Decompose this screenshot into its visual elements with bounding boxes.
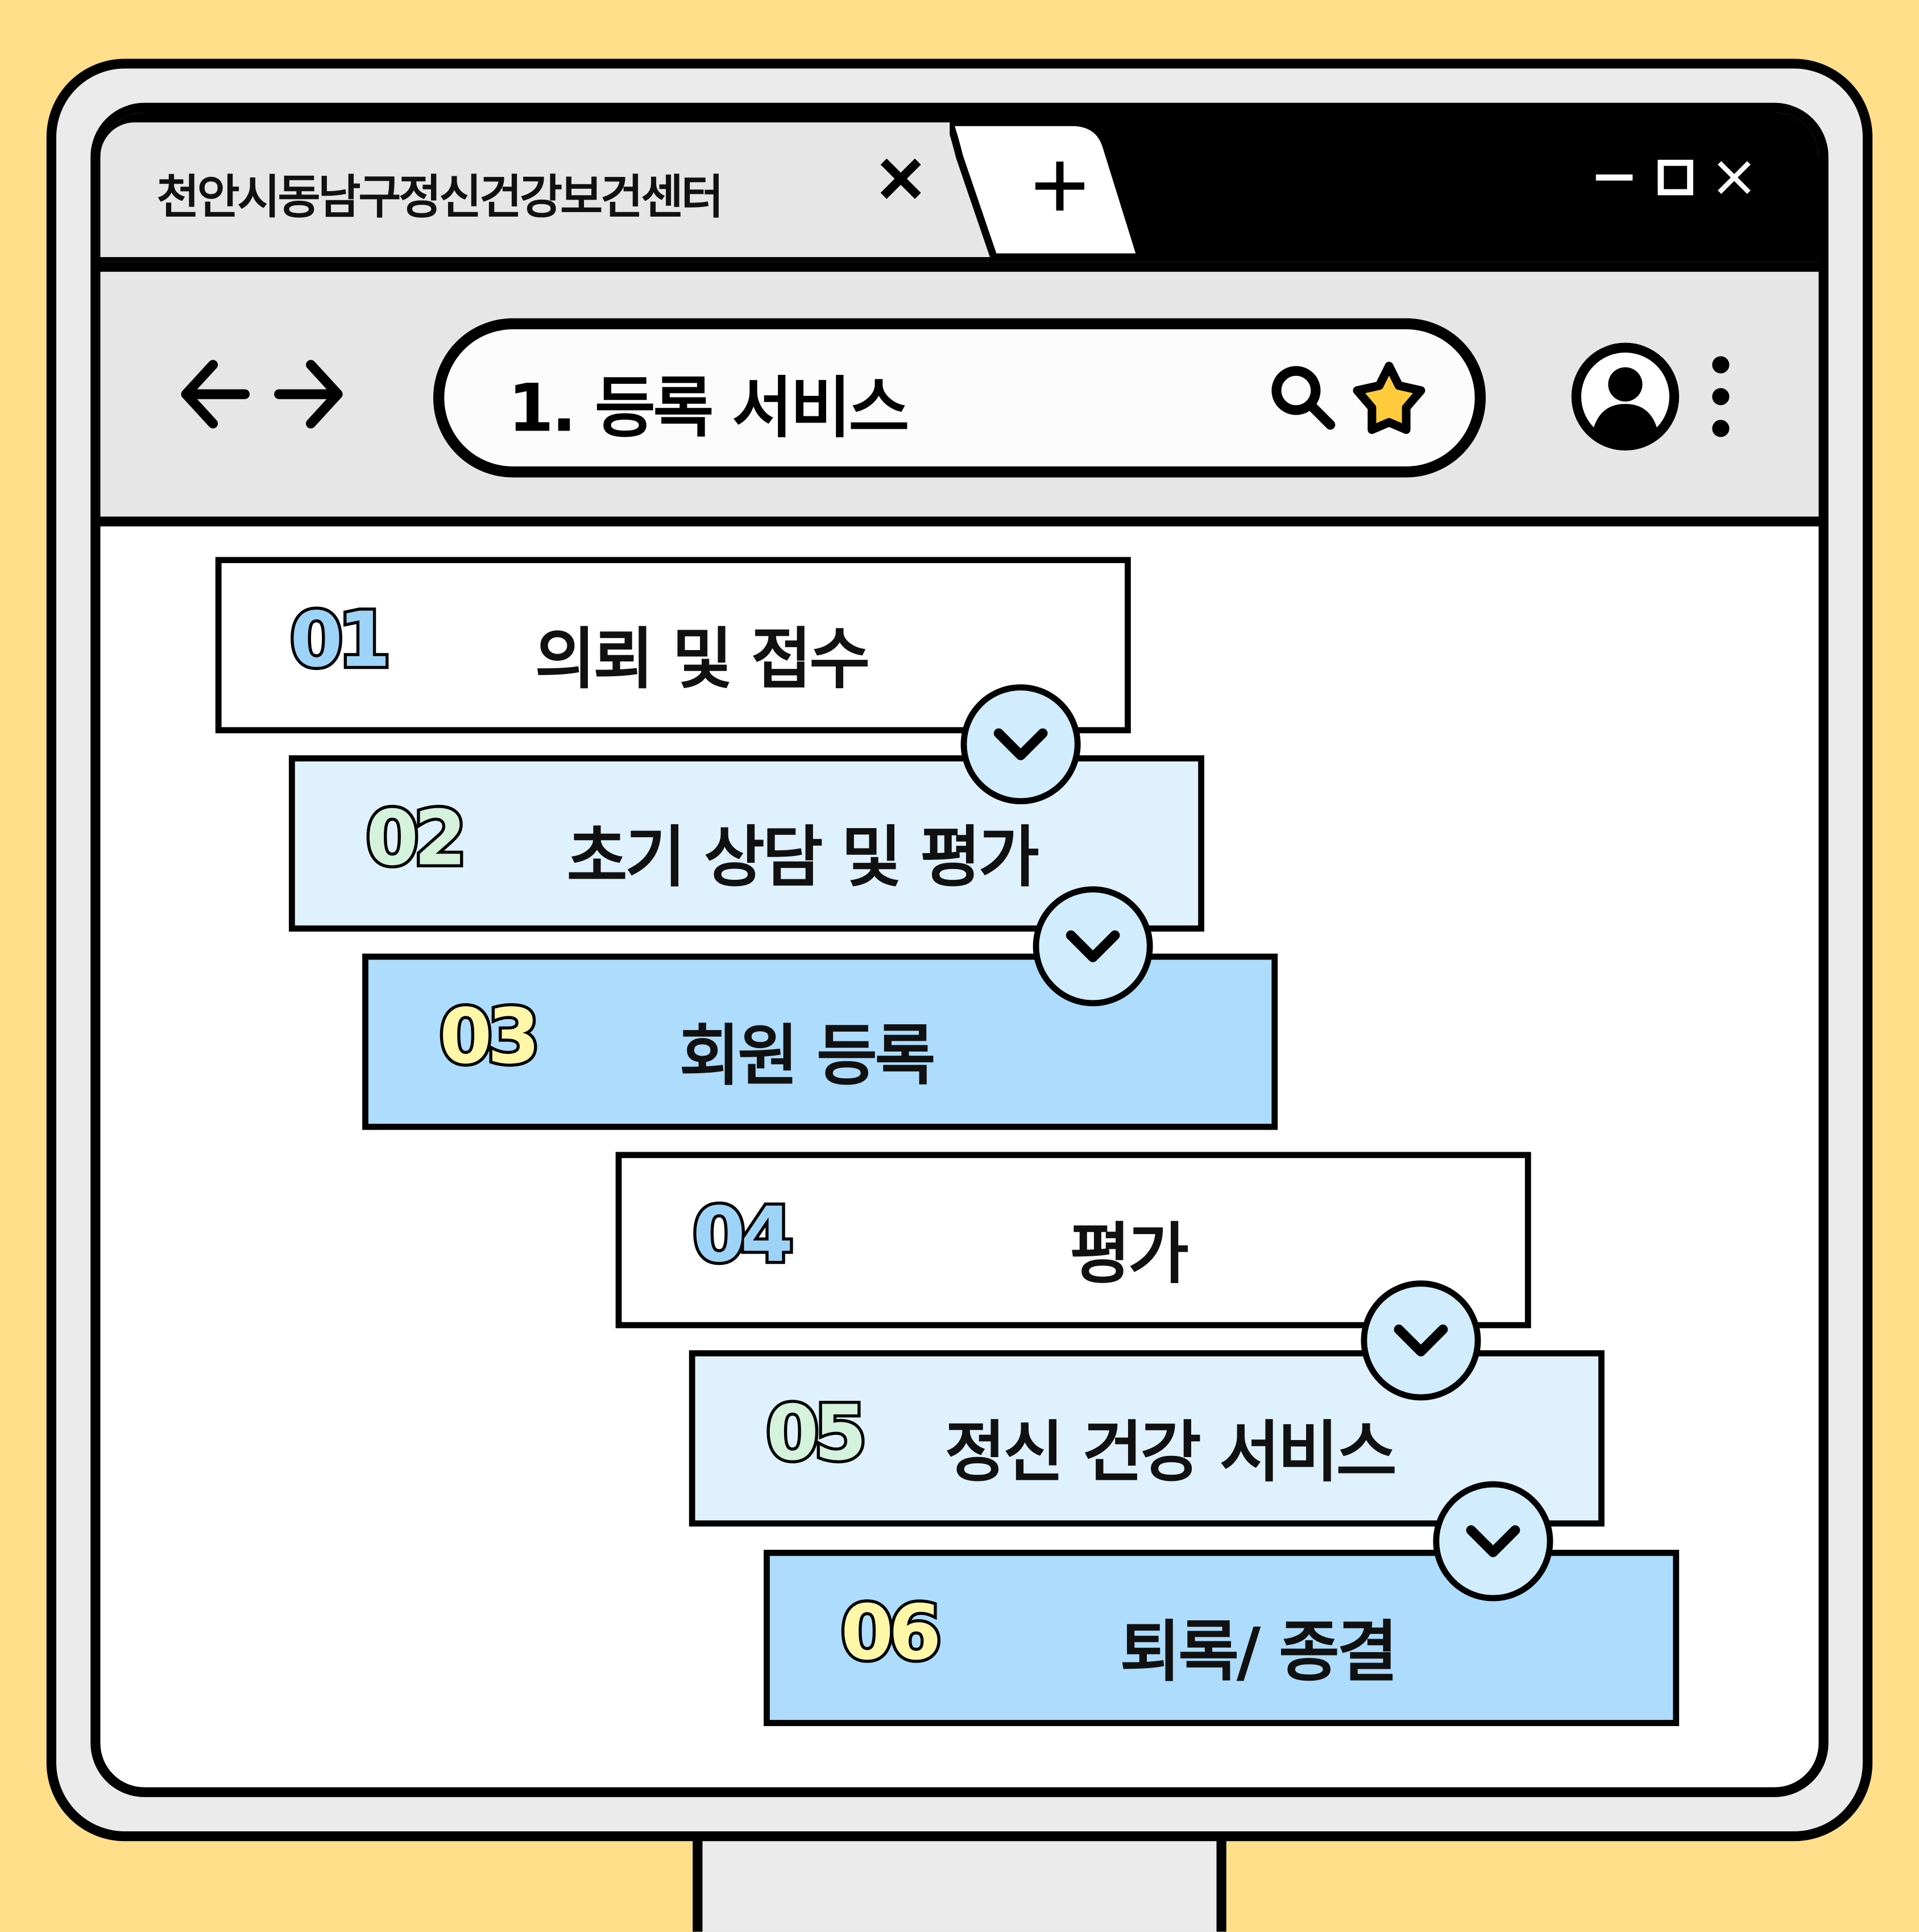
more-vertical-icon[interactable]	[1704, 353, 1738, 441]
step-number: 04	[690, 1187, 797, 1283]
step-number: 03	[436, 988, 543, 1084]
profile-icon[interactable]	[1569, 340, 1681, 453]
monitor-stand	[693, 1834, 1226, 1932]
plus-icon	[1035, 162, 1085, 211]
title-bar: 천안시동남구정신건강보건센터	[100, 113, 1819, 262]
chevron-down-icon	[960, 684, 1081, 805]
step-number: 06	[838, 1585, 944, 1680]
minimize-icon[interactable]	[1593, 157, 1635, 198]
browser-window: 천안시동남구정신건강보건센터 1. 등록 서비스	[90, 102, 1829, 1797]
forward-arrow-icon[interactable]	[274, 359, 343, 429]
back-arrow-icon[interactable]	[181, 359, 250, 429]
step-label: 평가	[1070, 1215, 1189, 1293]
star-icon[interactable]	[1350, 359, 1428, 437]
toolbar: 1. 등록 서비스	[100, 262, 1819, 527]
search-icon[interactable]	[1267, 361, 1340, 435]
step-label: 회원 등록	[679, 1017, 936, 1095]
step-label: 의뢰 및 접수	[534, 620, 871, 698]
maximize-icon[interactable]	[1657, 159, 1694, 196]
close-icon[interactable]	[1716, 159, 1753, 196]
step-number: 05	[763, 1385, 870, 1480]
nav-arrows	[181, 359, 343, 429]
step-label: 정신 건강 서비스	[944, 1414, 1397, 1491]
chevron-down-icon	[1433, 1481, 1553, 1602]
window-controls	[1593, 157, 1752, 198]
tab-title: 천안시동남구정신건강보건센터	[156, 170, 724, 224]
step-number: 02	[363, 790, 470, 886]
step-number: 01	[287, 592, 394, 688]
address-text: 1. 등록 서비스	[508, 370, 909, 447]
new-tab-button[interactable]	[950, 113, 1165, 258]
address-bar[interactable]: 1. 등록 서비스	[433, 318, 1486, 478]
chevron-down-icon	[1033, 886, 1153, 1007]
close-icon[interactable]	[876, 150, 925, 218]
step-label: 퇴록/ 종결	[1120, 1613, 1398, 1691]
step-label: 초기 상담 및 평가	[566, 818, 1039, 896]
browser-tab[interactable]: 천안시동남구정신건강보건센터	[100, 122, 992, 258]
chevron-down-icon	[1361, 1280, 1481, 1401]
